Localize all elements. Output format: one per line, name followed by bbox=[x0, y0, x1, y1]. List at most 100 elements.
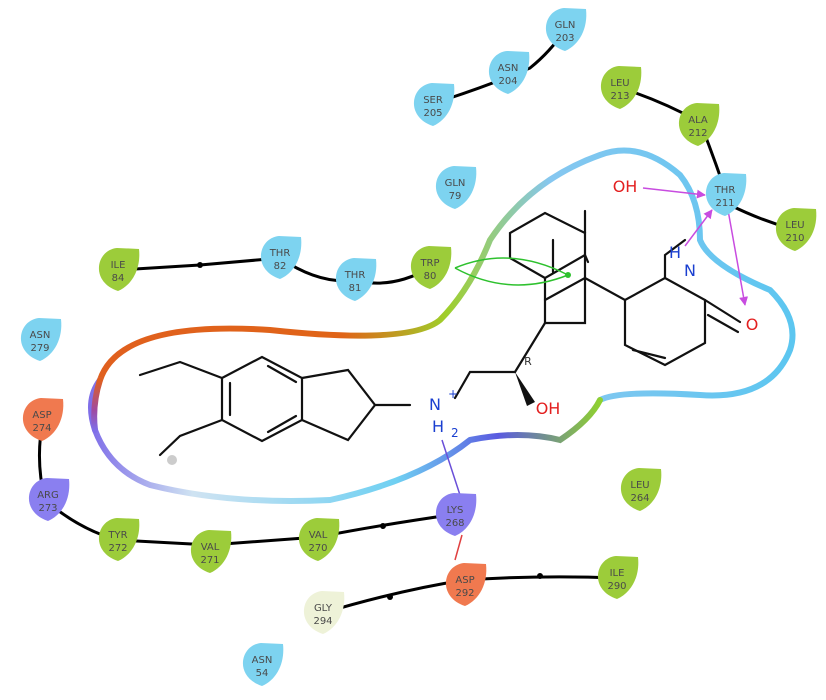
residue-name-label: ILE bbox=[610, 568, 625, 579]
residue-shape bbox=[445, 562, 487, 606]
residue-name-label: LEU bbox=[630, 480, 649, 491]
residue-number-label: 81 bbox=[349, 283, 362, 294]
residue-asp292: ASP 292 bbox=[445, 562, 487, 606]
interaction-lines bbox=[441, 187, 749, 561]
residue-name-label: ARG bbox=[37, 490, 59, 501]
residue-shape bbox=[20, 317, 62, 361]
residue-name-label: GLN bbox=[555, 20, 576, 31]
residue-number-label: 82 bbox=[274, 261, 287, 272]
residue-name-label: ILE bbox=[111, 260, 126, 271]
residue-name-label: VAL bbox=[309, 530, 328, 541]
residue-number-label: 274 bbox=[32, 423, 51, 434]
residue-shape bbox=[98, 517, 140, 561]
residue-ala212: ALA 212 bbox=[678, 102, 720, 146]
residue-gln79: GLN 79 bbox=[435, 165, 477, 209]
residue-shape bbox=[413, 82, 455, 126]
residue-number-label: 268 bbox=[445, 518, 464, 529]
residue-name-label: LEU bbox=[610, 78, 629, 89]
residue-name-label: TYR bbox=[107, 530, 127, 541]
residue-shape bbox=[435, 492, 477, 536]
residue-shape bbox=[22, 397, 64, 441]
residue-shape bbox=[98, 247, 140, 291]
residue-number-label: 203 bbox=[555, 33, 574, 44]
residue-number-label: 294 bbox=[313, 616, 332, 627]
residue-shape bbox=[190, 529, 232, 573]
residue-thr211: THR 211 bbox=[705, 172, 747, 216]
residue-tyr272: TYR 272 bbox=[98, 517, 140, 561]
residue-name-label: ALA bbox=[688, 115, 708, 126]
residue-shape bbox=[298, 517, 340, 561]
residue-layer: GLN203ASN204SER205LEU213ALA212THR211LEU2… bbox=[20, 7, 817, 686]
residue-number-label: 213 bbox=[610, 91, 629, 102]
ligand-atom-labels: OH N H O R OH N + H 2 bbox=[429, 177, 758, 440]
residue-number-label: 212 bbox=[688, 128, 707, 139]
residue-thr82: THR 82 bbox=[260, 235, 302, 279]
residue-thr81: THR 81 bbox=[335, 257, 377, 301]
residue-gln203: GLN 203 bbox=[545, 7, 587, 51]
residue-shape bbox=[705, 172, 747, 216]
residue-shape bbox=[28, 477, 70, 521]
residue-ile84: ILE 84 bbox=[98, 247, 140, 291]
residue-arg273: ARG 273 bbox=[28, 477, 70, 521]
residue-name-label: SER bbox=[423, 95, 443, 106]
residue-asn204: ASN 204 bbox=[488, 50, 530, 94]
amine-hydrogen-count-label: 2 bbox=[451, 426, 459, 440]
residue-shape bbox=[620, 467, 662, 511]
residue-name-label: ASP bbox=[455, 575, 474, 586]
residue-name-label: ASN bbox=[30, 330, 51, 341]
residue-name-label: GLN bbox=[445, 178, 466, 189]
residue-name-label: THR bbox=[269, 248, 291, 259]
residue-name-label: ASN bbox=[498, 63, 519, 74]
residue-name-label: VAL bbox=[201, 542, 220, 553]
residue-shape bbox=[545, 7, 587, 51]
amine-hydrogen-label: H bbox=[432, 417, 444, 436]
residue-number-label: 292 bbox=[455, 588, 474, 599]
residue-name-label: ASP bbox=[32, 410, 51, 421]
amine-nitrogen-label: N bbox=[429, 395, 441, 414]
ring-nitrogen-label: N bbox=[684, 261, 696, 280]
residue-shape bbox=[775, 207, 817, 251]
residue-name-label: LEU bbox=[785, 220, 804, 231]
residue-number-label: 205 bbox=[423, 108, 442, 119]
residue-number-label: 271 bbox=[200, 555, 219, 566]
residue-shape bbox=[410, 245, 452, 289]
residue-shape bbox=[335, 257, 377, 301]
ring-nitrogen-hydrogen-label: H bbox=[669, 243, 681, 262]
residue-number-label: 290 bbox=[607, 581, 626, 592]
residue-name-label: THR bbox=[344, 270, 366, 281]
residue-val271: VAL 271 bbox=[190, 529, 232, 573]
residue-number-label: 272 bbox=[108, 543, 127, 554]
residue-shape bbox=[435, 165, 477, 209]
pocket-outline bbox=[88, 147, 796, 504]
residue-name-label: THR bbox=[714, 185, 736, 196]
residue-ser205: SER 205 bbox=[413, 82, 455, 126]
residue-number-label: 273 bbox=[38, 503, 57, 514]
residue-ile290: ILE 290 bbox=[597, 555, 639, 599]
residue-number-label: 79 bbox=[449, 191, 462, 202]
hydroxyl-top-label: OH bbox=[613, 177, 638, 196]
residue-name-label: ASN bbox=[252, 655, 273, 666]
residue-lys268: LYS 268 bbox=[435, 492, 477, 536]
residue-leu213: LEU 213 bbox=[600, 65, 642, 109]
residue-number-label: 204 bbox=[498, 76, 517, 87]
residue-number-label: 211 bbox=[715, 198, 734, 209]
residue-shape bbox=[260, 235, 302, 279]
residue-shape bbox=[488, 50, 530, 94]
carbonyl-oxygen-label: O bbox=[746, 315, 759, 334]
ligand-structure bbox=[138, 209, 742, 465]
residue-name-label: LYS bbox=[447, 505, 464, 516]
residue-shape bbox=[242, 642, 284, 686]
hydroxyl-bottom-label: OH bbox=[536, 399, 561, 418]
residue-number-label: 84 bbox=[112, 273, 125, 284]
stereo-center-label: R bbox=[524, 355, 532, 368]
residue-number-label: 80 bbox=[424, 271, 437, 282]
residue-shape bbox=[600, 65, 642, 109]
residue-number-label: 279 bbox=[30, 343, 49, 354]
